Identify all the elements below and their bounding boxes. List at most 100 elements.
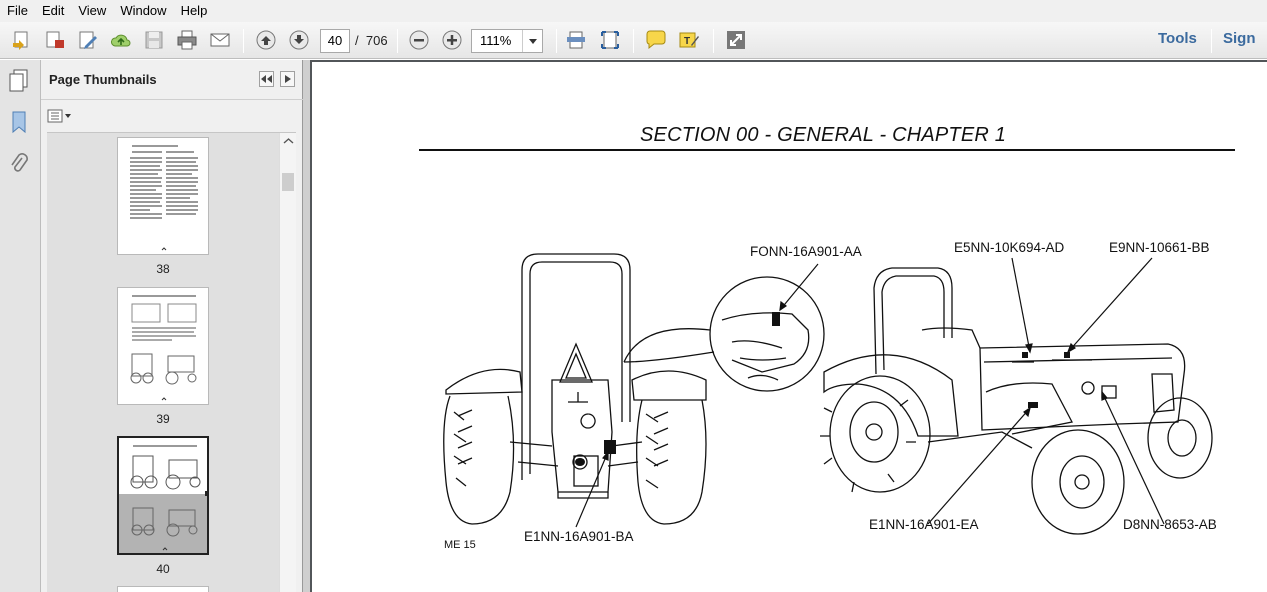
panel-splitter[interactable] [303, 60, 310, 592]
figure-reference: ME 15 [444, 539, 476, 551]
total-pages: 706 [365, 33, 388, 48]
highlight-button[interactable]: T [676, 27, 702, 53]
pdf-page: SECTION 00 - GENERAL - CHAPTER 1 [312, 62, 1267, 592]
page-up-icon [256, 30, 276, 50]
zoom-level-value: 111% [480, 33, 512, 48]
comment-button[interactable] [643, 27, 669, 53]
page-preview [130, 295, 197, 401]
highlight-icon: T [679, 32, 699, 48]
print-button[interactable] [174, 27, 200, 53]
zoom-out-button[interactable] [406, 27, 432, 53]
part-label-fonn: FONN-16A901-AA [750, 244, 862, 259]
part-label-e5nn: E5NN-10K694-AD [954, 240, 1065, 255]
create-pdf-button[interactable] [9, 27, 35, 53]
navigation-pane [0, 60, 41, 592]
sign-link[interactable]: Sign [1223, 30, 1256, 47]
save-button[interactable] [141, 27, 167, 53]
panel-header: Page Thumbnails [41, 60, 303, 100]
toolbar-separator [713, 29, 714, 53]
bookmarks-button[interactable] [6, 108, 32, 136]
zoom-level-select[interactable]: 111% [471, 29, 543, 53]
chevron-down-icon[interactable] [522, 30, 542, 52]
menu-bar: File Edit View Window Help [0, 0, 1267, 22]
paperclip-icon [11, 153, 28, 172]
expand-icon [727, 31, 745, 49]
page-thumbnail[interactable] [117, 586, 209, 592]
menu-help[interactable]: Help [180, 3, 208, 18]
export-pdf-icon [46, 31, 64, 48]
panel-title: Page Thumbnails [49, 72, 157, 87]
part-label-e1nn-ba: E1NN-16A901-BA [524, 529, 634, 544]
page-preview [118, 587, 209, 592]
email-icon [210, 33, 230, 47]
thumbnails-list: 38 39 [47, 132, 296, 592]
thumbnail-label: 39 [156, 412, 170, 426]
zoom-out-icon [409, 30, 429, 50]
toolbar-separator [556, 29, 557, 53]
cloud-upload-icon [111, 34, 131, 47]
page-thumbnails-button[interactable] [6, 66, 32, 94]
toolbar-separator [633, 29, 634, 53]
section-title: SECTION 00 - GENERAL - CHAPTER 1 [640, 124, 1007, 146]
double-chevron-left-icon [261, 75, 272, 83]
attachments-button[interactable] [6, 150, 32, 178]
part-label-e1nn-ea: E1NN-16A901-EA [869, 517, 979, 532]
bookmark-icon [12, 111, 26, 134]
comment-icon [646, 30, 666, 50]
chevron-up-icon[interactable] [280, 135, 296, 147]
svg-text:T: T [684, 36, 690, 47]
toolbar-separator [243, 29, 244, 53]
tractor-illustration [443, 253, 1213, 535]
document-view: SECTION 00 - GENERAL - CHAPTER 1 [310, 60, 1267, 592]
toolbar-separator [397, 29, 398, 53]
menu-file[interactable]: File [7, 3, 28, 18]
fit-page-button[interactable] [597, 27, 623, 53]
thumbnail-label: 38 [156, 262, 170, 276]
next-panel-button[interactable] [280, 71, 295, 87]
export-pdf-button[interactable] [42, 27, 68, 53]
chevron-right-icon [284, 75, 291, 83]
menu-view[interactable]: View [78, 3, 107, 18]
tools-link[interactable]: Tools [1158, 30, 1197, 47]
previous-page-button[interactable] [253, 27, 279, 53]
create-pdf-icon [13, 31, 28, 50]
full-screen-button[interactable] [723, 27, 749, 53]
edit-button[interactable] [75, 27, 101, 53]
scrollbar-thumb[interactable] [282, 173, 294, 191]
zoom-in-icon [442, 30, 462, 50]
page-thumbnail[interactable] [117, 287, 209, 405]
part-label-e9nn: E9NN-10661-BB [1109, 240, 1210, 255]
fit-width-icon [567, 31, 585, 49]
collapse-panel-button[interactable] [259, 71, 274, 87]
page-number-input[interactable]: 40 [320, 29, 350, 53]
options-menu-icon [47, 109, 71, 123]
pages-icon [9, 69, 28, 92]
page-preview [119, 445, 207, 553]
thumbnail-label: 40 [156, 562, 170, 576]
page-thumbnail-current[interactable] [117, 436, 209, 555]
zoom-in-button[interactable] [439, 27, 465, 53]
thumbnails-panel: Page Thumbnails [41, 60, 303, 592]
edit-icon [79, 31, 97, 49]
page-separator: / [355, 33, 359, 48]
part-label-d8nn: D8NN-8653-AB [1123, 517, 1217, 532]
page-count: / 706 [355, 29, 388, 53]
thumbnails-scrollbar[interactable] [279, 133, 296, 592]
email-button[interactable] [207, 27, 233, 53]
cloud-upload-button[interactable] [108, 27, 134, 53]
title-rule [419, 149, 1235, 151]
toolbar-separator [1211, 29, 1212, 53]
page-thumbnail[interactable] [117, 137, 209, 255]
fit-page-icon [601, 31, 619, 49]
toolbar: 40 / 706 111% T Tools [0, 22, 1267, 59]
page-down-icon [289, 30, 309, 50]
menu-window[interactable]: Window [120, 3, 167, 18]
fit-width-button[interactable] [563, 27, 589, 53]
save-icon [145, 31, 163, 49]
print-icon [177, 30, 197, 50]
menu-edit[interactable]: Edit [41, 3, 65, 18]
thumbnail-options-button[interactable] [47, 107, 75, 125]
next-page-button[interactable] [286, 27, 312, 53]
page-preview [130, 145, 198, 251]
